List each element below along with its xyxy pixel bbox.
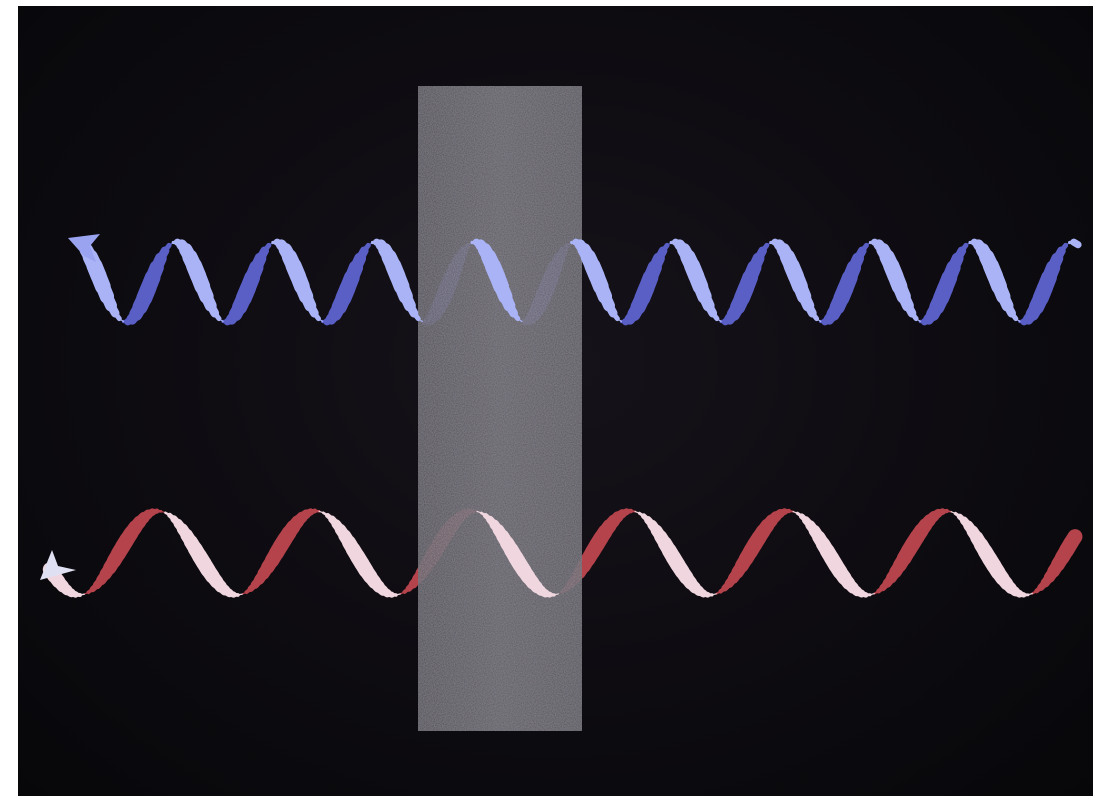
ribbon-segment xyxy=(361,242,371,254)
ribbon-segment xyxy=(262,242,272,254)
ribbon-segment xyxy=(815,318,822,323)
ribbon-segment xyxy=(946,510,952,513)
lower-arrowhead-icon xyxy=(40,550,76,580)
ribbon-segment xyxy=(162,242,172,254)
ribbon-segment xyxy=(112,310,122,322)
ribbon-segment xyxy=(859,242,869,254)
ribbon-segment xyxy=(511,310,521,322)
ribbon-segment xyxy=(629,509,637,513)
upper-arrowhead-icon xyxy=(68,234,100,262)
ribbon-segment xyxy=(79,593,85,596)
ribbon-segment xyxy=(610,310,620,322)
ribbon-segment xyxy=(869,592,875,596)
ribbon-segment xyxy=(553,593,559,596)
ribbon-segment xyxy=(710,310,720,322)
ribbon-segment xyxy=(711,593,717,596)
ribbon-segment xyxy=(660,242,670,254)
ribbon-segment xyxy=(809,310,820,322)
ribbon-segment xyxy=(1027,592,1033,596)
ribbon-segment xyxy=(959,242,969,254)
ribbon-segment xyxy=(118,318,125,323)
ribbon-segment xyxy=(395,593,401,596)
ribbon-segment xyxy=(1070,238,1082,249)
barrier-slab xyxy=(418,86,582,731)
ribbon-segment xyxy=(616,318,623,323)
ribbon-segment xyxy=(1058,242,1069,254)
ribbon-segment xyxy=(1015,318,1021,323)
ribbon-segment xyxy=(1063,529,1083,551)
ribbon-segment xyxy=(411,310,421,322)
ribbon-segment xyxy=(218,318,224,323)
upper-wave-ribbon xyxy=(76,238,1082,323)
ribbon-segment xyxy=(237,593,243,596)
ribbon-segment xyxy=(517,318,523,323)
ribbon-segment xyxy=(716,318,722,323)
ribbon-segment xyxy=(417,318,423,323)
lower-wave-ribbon xyxy=(42,510,1033,598)
ribbon-segment xyxy=(212,310,222,322)
ribbon-segment xyxy=(311,310,321,322)
ribbon-segment xyxy=(787,510,795,513)
ribbon-segment xyxy=(1009,310,1019,322)
ribbon-segment xyxy=(760,242,770,254)
ribbon-segment xyxy=(317,318,324,323)
ribbon-segment xyxy=(909,310,919,322)
ribbon-segment xyxy=(915,318,921,323)
